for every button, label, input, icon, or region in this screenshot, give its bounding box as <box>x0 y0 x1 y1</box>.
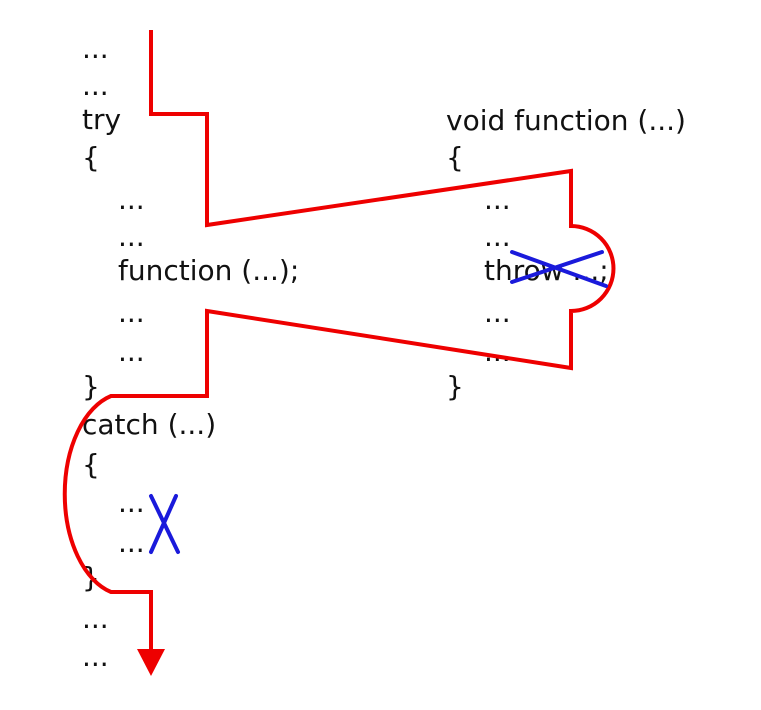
catch-keyword: catch (...) <box>82 408 217 441</box>
try-body-line-1: ... <box>118 183 145 216</box>
left-line-1: ... <box>82 32 109 65</box>
left-line-after-2: ... <box>82 640 109 673</box>
function-body-line-3: ... <box>484 296 511 329</box>
try-close-brace: } <box>82 370 100 403</box>
left-line-2: ... <box>82 69 109 102</box>
flow-arrow-head <box>137 649 165 676</box>
left-line-after-1: ... <box>82 602 109 635</box>
function-call: function (...); <box>118 254 300 287</box>
try-body-line-3: ... <box>118 296 145 329</box>
catch-body-line-1: ... <box>118 486 145 519</box>
function-body-line-4: ... <box>484 335 511 368</box>
catch-body-line-2: ... <box>118 526 145 559</box>
try-body-line-2: ... <box>118 220 145 253</box>
try-keyword: try <box>82 103 122 136</box>
try-open-brace: { <box>82 141 100 174</box>
function-body-line-1: ... <box>484 183 511 216</box>
function-signature: void function (...) <box>446 104 686 137</box>
function-open-brace: { <box>446 141 464 174</box>
catch-open-brace: { <box>82 448 100 481</box>
control-flow-path <box>62 30 616 650</box>
function-body-line-2: ... <box>484 220 511 253</box>
try-body-line-4: ... <box>118 335 145 368</box>
function-close-brace: } <box>446 370 464 403</box>
throw-cross-out-mark <box>510 250 608 288</box>
catch-skipped-mark <box>149 494 180 554</box>
